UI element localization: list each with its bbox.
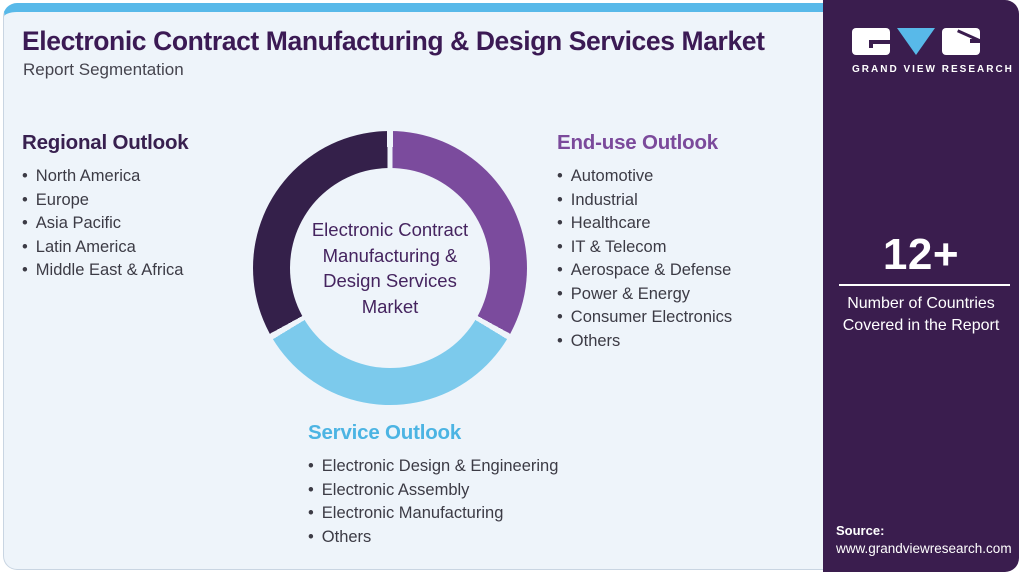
source-label: Source: — [836, 523, 885, 538]
bullet-icon: • — [557, 261, 563, 279]
logo-r-icon — [942, 28, 980, 55]
list-item: •Middle East & Africa — [22, 259, 189, 283]
regional-outlook-heading: Regional Outlook — [22, 131, 189, 154]
stat-value: 12+ — [882, 230, 960, 279]
list-item: •Europe — [22, 189, 189, 213]
regional-outlook-section: Regional Outlook •North America •Europe … — [22, 131, 189, 283]
end-use-outlook-list: •Automotive •Industrial •Healthcare •IT … — [557, 165, 732, 353]
bullet-icon: • — [557, 331, 563, 350]
list-item: •Others — [557, 330, 732, 354]
bullet-icon: • — [22, 261, 28, 279]
donut-center: Electronic Contract Manufacturing & Desi… — [290, 168, 490, 368]
bullet-icon: • — [557, 308, 563, 326]
list-item: •Power & Energy — [557, 283, 732, 307]
end-use-outlook-heading: End-use Outlook — [557, 131, 719, 154]
end-use-outlook-section: End-use Outlook •Automotive •Industrial … — [557, 131, 732, 353]
sidebar: GRAND VIEW RESEARCH 12+ Number of Countr… — [823, 0, 1019, 572]
bullet-icon: • — [22, 237, 28, 256]
bullet-icon: • — [557, 190, 563, 209]
bullet-icon: • — [22, 190, 28, 209]
list-item: •Industrial — [557, 189, 732, 213]
stat-caption: Number of Countries Covered in the Repor… — [842, 295, 1000, 334]
list-item: •Automotive — [557, 165, 732, 189]
regional-outlook-list: •North America •Europe •Asia Pacific •La… — [22, 165, 189, 283]
service-outlook-section: Service Outlook •Electronic Design & Eng… — [308, 421, 558, 549]
bullet-icon: • — [308, 527, 314, 546]
donut-center-label: Electronic Contract Manufacturing & Desi… — [311, 219, 469, 317]
list-item: •Others — [308, 526, 558, 550]
bullet-icon: • — [308, 480, 314, 499]
list-item: •Electronic Manufacturing — [308, 502, 558, 526]
list-item: •Healthcare — [557, 212, 732, 236]
list-item: •Electronic Design & Engineering — [308, 455, 558, 479]
bullet-icon: • — [557, 214, 563, 232]
logo-text: GRAND VIEW RESEARCH — [852, 64, 1014, 75]
page-subtitle: Report Segmentation — [23, 60, 184, 79]
donut-chart: Electronic Contract Manufacturing & Desi… — [253, 131, 527, 405]
bullet-icon: • — [22, 167, 28, 185]
list-item: •IT & Telecom — [557, 236, 732, 260]
gvr-logo-blocks — [852, 28, 990, 55]
bullet-icon: • — [557, 237, 563, 256]
bullet-icon: • — [22, 214, 28, 232]
bullet-icon: • — [308, 457, 314, 475]
service-outlook-heading: Service Outlook — [308, 421, 462, 444]
stat-divider — [839, 284, 1010, 286]
page-title: Electronic Contract Manufacturing & Desi… — [22, 26, 765, 56]
list-item: •Consumer Electronics — [557, 306, 732, 330]
gvr-logo: GRAND VIEW RESEARCH — [852, 28, 1014, 75]
logo-v-icon — [897, 28, 935, 55]
bullet-icon: • — [308, 504, 314, 522]
list-item: •North America — [22, 165, 189, 189]
service-outlook-list: •Electronic Design & Engineering •Electr… — [308, 455, 558, 549]
bullet-icon: • — [557, 284, 563, 303]
source-block: Source: www.grandviewresearch.com — [836, 523, 1012, 556]
list-item: •Asia Pacific — [22, 212, 189, 236]
bullet-icon: • — [557, 167, 563, 185]
logo-g-icon — [852, 28, 890, 55]
list-item: •Electronic Assembly — [308, 479, 558, 503]
list-item: •Latin America — [22, 236, 189, 260]
source-url[interactable]: www.grandviewresearch.com — [836, 541, 1012, 556]
list-item: •Aerospace & Defense — [557, 259, 732, 283]
